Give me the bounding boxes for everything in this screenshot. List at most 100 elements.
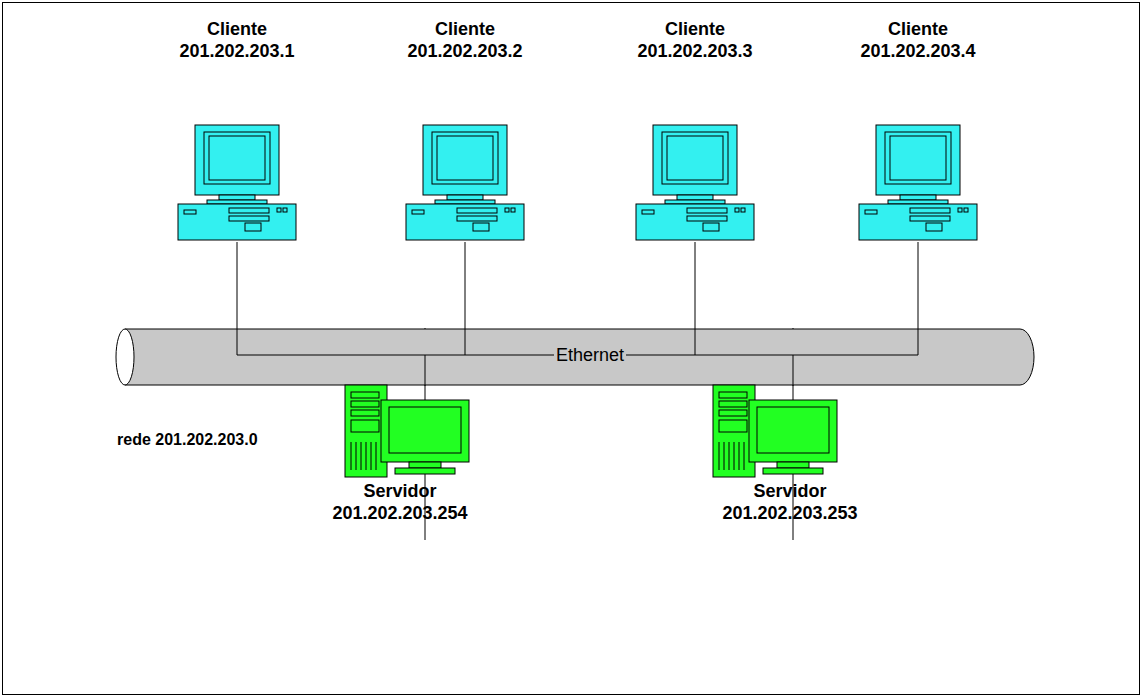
led bbox=[511, 208, 515, 212]
cpu-case bbox=[636, 204, 754, 240]
client-node: Cliente201.202.203.1 bbox=[137, 8, 337, 242]
screen bbox=[890, 136, 946, 180]
vent-slot bbox=[724, 442, 725, 470]
caption-block: Cliente201.202.203.1 bbox=[137, 18, 337, 62]
cpu-button bbox=[642, 210, 654, 214]
monitor bbox=[381, 400, 469, 462]
caption-block: Cliente201.202.203.3 bbox=[595, 18, 795, 62]
monitor-base bbox=[395, 468, 455, 474]
cpu-button bbox=[412, 210, 424, 214]
vent-slot bbox=[351, 442, 352, 470]
bus-tap bbox=[793, 355, 794, 386]
network-cable bbox=[695, 242, 696, 328]
network-cable bbox=[918, 242, 919, 328]
vent-slot bbox=[734, 442, 735, 470]
cpu-case bbox=[406, 204, 524, 240]
drive-bay bbox=[457, 216, 497, 221]
client-computer-icon bbox=[595, 120, 795, 245]
screen bbox=[389, 407, 461, 453]
led bbox=[958, 208, 962, 212]
led bbox=[741, 208, 745, 212]
monitor-base bbox=[665, 200, 725, 204]
network-cable bbox=[465, 242, 466, 328]
monitor-base bbox=[207, 200, 267, 204]
ethernet-bus: Ethernet bbox=[115, 328, 1040, 386]
monitor-stand bbox=[409, 462, 441, 468]
client-computer-icon bbox=[137, 120, 337, 245]
ip-address: 201.202.203.254 bbox=[300, 502, 500, 524]
bus-tap bbox=[425, 355, 426, 386]
monitor-base bbox=[888, 200, 948, 204]
host-role: Cliente bbox=[137, 18, 337, 40]
cpu-button bbox=[865, 210, 877, 214]
monitor-stand bbox=[447, 195, 483, 200]
network-cable bbox=[237, 242, 238, 328]
ip-address: 201.202.203.3 bbox=[595, 40, 795, 62]
monitor bbox=[749, 400, 837, 462]
monitor-stand bbox=[777, 462, 809, 468]
floppy-slot bbox=[926, 223, 942, 231]
caption-block: Cliente201.202.203.2 bbox=[365, 18, 565, 62]
monitor-stand bbox=[900, 195, 936, 200]
server-computer-icon bbox=[300, 380, 500, 480]
led bbox=[735, 208, 739, 212]
cpu-case bbox=[178, 204, 296, 240]
drive-bay bbox=[719, 420, 747, 432]
drive-bay bbox=[351, 401, 379, 407]
monitor-bezel bbox=[204, 132, 270, 184]
bus-tap bbox=[237, 328, 238, 355]
drive-bay bbox=[229, 208, 269, 213]
caption-block: Cliente201.202.203.4 bbox=[818, 18, 1018, 62]
drive-bay bbox=[229, 216, 269, 221]
drive-bay bbox=[719, 392, 747, 398]
client-computer-icon bbox=[365, 120, 565, 245]
monitor-bezel bbox=[662, 132, 728, 184]
vent-slot bbox=[744, 442, 745, 470]
client-computer-icon bbox=[818, 120, 1018, 245]
ip-address: 201.202.203.2 bbox=[365, 40, 565, 62]
server-node: Servidor201.202.203.254 bbox=[300, 380, 500, 540]
drive-bay bbox=[351, 420, 379, 432]
vent-slot bbox=[366, 442, 367, 470]
server-computer-icon bbox=[690, 380, 890, 480]
monitor-base bbox=[763, 468, 823, 474]
client-node: Cliente201.202.203.3 bbox=[595, 8, 795, 242]
screen bbox=[667, 136, 723, 180]
client-node: Cliente201.202.203.4 bbox=[818, 8, 1018, 242]
led bbox=[964, 208, 968, 212]
ip-address: 201.202.203.4 bbox=[818, 40, 1018, 62]
drive-bay bbox=[910, 216, 950, 221]
drive-bay bbox=[719, 401, 747, 407]
screen bbox=[757, 407, 829, 453]
vent-slot bbox=[371, 442, 372, 470]
monitor bbox=[653, 125, 737, 195]
server-node: Servidor201.202.203.253 bbox=[690, 380, 890, 540]
vent-slot bbox=[729, 442, 730, 470]
frame-rect bbox=[3, 3, 1140, 695]
led bbox=[283, 208, 287, 212]
led bbox=[505, 208, 509, 212]
network-label: rede 201.202.203.0 bbox=[117, 431, 258, 449]
vent-slot bbox=[356, 442, 357, 470]
screen bbox=[437, 136, 493, 180]
vent-slot bbox=[719, 442, 720, 470]
bus-tap bbox=[695, 328, 696, 355]
vent-slot bbox=[376, 442, 377, 470]
screen bbox=[209, 136, 265, 180]
vent-slot bbox=[361, 442, 362, 470]
floppy-slot bbox=[245, 223, 261, 231]
drive-bay bbox=[910, 208, 950, 213]
monitor bbox=[876, 125, 960, 195]
caption-block: Servidor201.202.203.254 bbox=[300, 480, 500, 524]
monitor-stand bbox=[677, 195, 713, 200]
host-role: Cliente bbox=[595, 18, 795, 40]
bus-label: Ethernet bbox=[554, 344, 626, 366]
host-role: Cliente bbox=[818, 18, 1018, 40]
drive-bay bbox=[351, 392, 379, 398]
monitor bbox=[195, 125, 279, 195]
drive-bay bbox=[687, 216, 727, 221]
cylinder-body bbox=[125, 329, 1034, 385]
bus-tap bbox=[918, 328, 919, 355]
caption-block: Servidor201.202.203.253 bbox=[690, 480, 890, 524]
host-role: Servidor bbox=[300, 480, 500, 502]
